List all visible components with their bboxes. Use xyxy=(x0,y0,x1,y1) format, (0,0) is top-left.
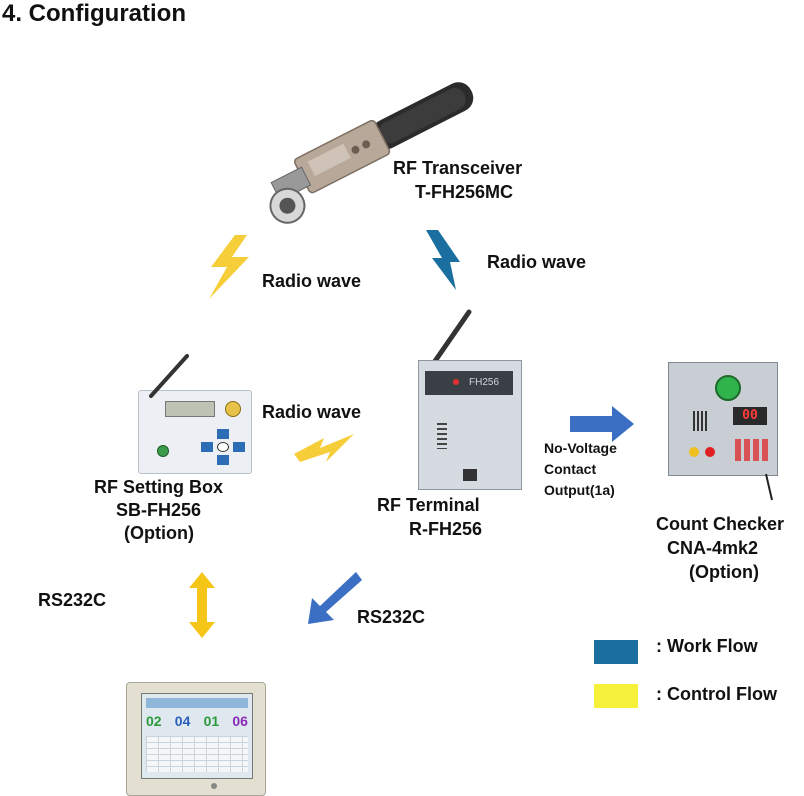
radio-wave-middle-label: Radio wave xyxy=(262,402,362,422)
terminal-led xyxy=(453,379,459,385)
terminal-panel xyxy=(425,371,513,395)
count-checker-cable xyxy=(765,473,773,501)
count-checker-model: CNA-4mk2 xyxy=(667,538,759,558)
setting-box-knob xyxy=(225,401,241,417)
radio-bolt-left-icon xyxy=(209,235,249,299)
legend-control-flow-swatch xyxy=(594,684,638,708)
monitor-cell-4: 06 xyxy=(232,713,248,729)
transceiver-label: RF Transceiver xyxy=(393,158,523,178)
terminal-display: FH256 xyxy=(469,377,500,388)
count-checker-green-lamp xyxy=(715,375,741,401)
setting-box-antenna xyxy=(149,354,189,398)
legend-work-flow-swatch xyxy=(594,640,638,664)
legend-work-flow-label: : Work Flow xyxy=(656,636,758,656)
count-checker-device: 00 xyxy=(668,362,778,476)
setting-box-label: RF Setting Box xyxy=(94,477,223,497)
monitor-cell-1: 02 xyxy=(146,713,162,729)
terminal-label: RF Terminal xyxy=(377,495,480,515)
setting-box-keypad xyxy=(201,429,245,467)
radio-wave-right-label: Radio wave xyxy=(487,252,587,272)
rs232c-left-label: RS232C xyxy=(38,590,107,610)
rs232c-bidirectional-arrow-icon xyxy=(189,572,215,638)
setting-box-display xyxy=(165,401,215,417)
count-checker-buttons xyxy=(735,439,769,461)
rs232c-diagonal-arrow-icon xyxy=(308,572,362,624)
monitor-cell-3: 01 xyxy=(203,713,220,729)
contact-output-arrow-icon xyxy=(570,406,634,442)
contact-label-1: No-Voltage xyxy=(544,440,617,456)
terminal-antenna xyxy=(430,309,472,367)
setting-box-option: (Option) xyxy=(124,523,194,543)
pc-monitor: 02 04 01 06 xyxy=(126,682,266,796)
count-checker-yellow-button xyxy=(689,447,699,457)
pc-monitor-screen: 02 04 01 06 xyxy=(141,693,253,779)
count-checker-label: Count Checker xyxy=(656,514,785,534)
contact-label-3: Output(1a) xyxy=(544,482,615,498)
radio-bolt-right-icon xyxy=(426,230,460,290)
radio-bolt-middle-icon xyxy=(294,434,354,462)
rs232c-right-label: RS232C xyxy=(357,607,426,627)
monitor-power-button xyxy=(211,783,217,789)
count-checker-red-button xyxy=(705,447,715,457)
count-checker-display: 00 xyxy=(733,407,767,425)
terminal-connector xyxy=(463,469,477,481)
radio-wave-left-label: Radio wave xyxy=(262,271,362,291)
count-checker-option: (Option) xyxy=(689,562,759,582)
page-title: 4. Configuration xyxy=(2,0,186,27)
terminal-model: R-FH256 xyxy=(409,519,483,539)
monitor-cell-2: 04 xyxy=(174,713,191,729)
monitor-table xyxy=(146,736,248,772)
setting-box-device xyxy=(138,390,252,474)
setting-box-model: SB-FH256 xyxy=(116,500,202,520)
count-checker-vent xyxy=(693,411,707,431)
setting-box-green-button xyxy=(157,445,169,457)
legend-control-flow-label: : Control Flow xyxy=(656,684,777,704)
terminal-device: FH256 xyxy=(418,360,522,490)
terminal-vent xyxy=(437,423,447,449)
contact-label-2: Contact xyxy=(544,461,597,477)
transceiver-model: T-FH256MC xyxy=(415,182,514,202)
